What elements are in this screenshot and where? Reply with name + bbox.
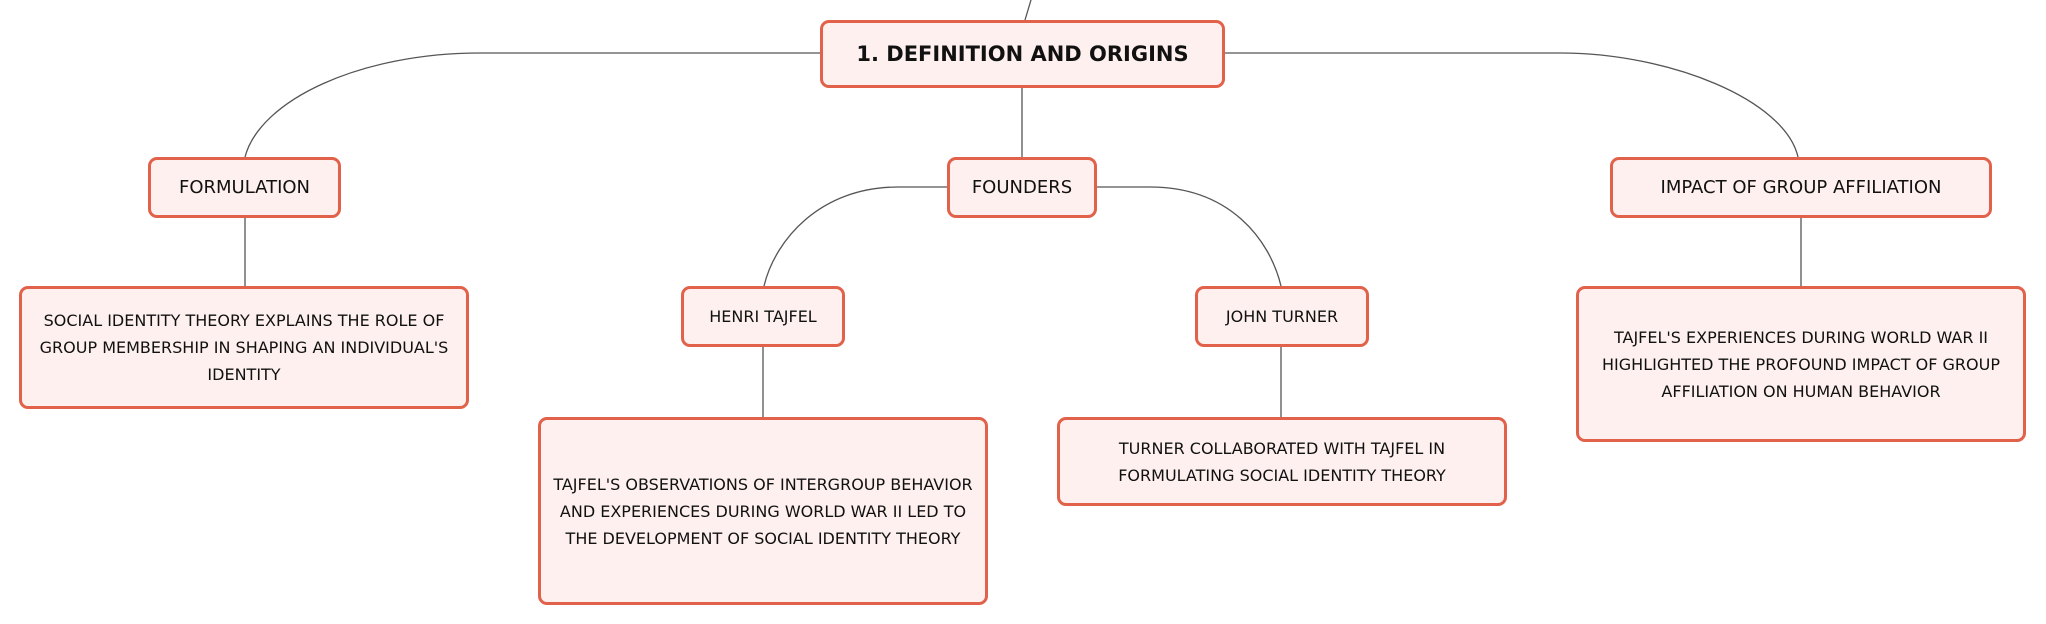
connector-founders-to-turner — [1097, 186, 1282, 287]
formulation-label: FORMULATION — [178, 177, 311, 198]
tajfel-node[interactable]: HENRI TAJFEL — [681, 286, 845, 347]
turner-node[interactable]: JOHN TURNER — [1195, 286, 1369, 347]
connector-parent-to-root — [1024, 0, 1032, 21]
connector-root-to-impact — [1225, 52, 1799, 158]
turner-detail-text: TURNER COLLABORATED WITH TAJFEL IN FORMU… — [1118, 438, 1446, 485]
tajfel-detail-node[interactable]: TAJFEL'S OBSERVATIONS OF INTERGROUP BEHA… — [538, 417, 988, 605]
connector-founders-to-tajfel — [763, 186, 948, 287]
founders-label: FOUNDERS — [971, 177, 1073, 198]
tajfel-label: HENRI TAJFEL — [709, 307, 817, 326]
tajfel-detail-text: TAJFEL'S OBSERVATIONS OF INTERGROUP BEHA… — [553, 474, 973, 548]
root-topic-node[interactable]: 1. DEFINITION AND ORIGINS — [820, 20, 1225, 88]
formulation-node[interactable]: FORMULATION — [148, 157, 341, 218]
connector-root-to-formulation — [244, 52, 821, 158]
formulation-detail-node[interactable]: SOCIAL IDENTITY THEORY EXPLAINS THE ROLE… — [19, 286, 469, 409]
turner-detail-node[interactable]: TURNER COLLABORATED WITH TAJFEL IN FORMU… — [1057, 417, 1507, 506]
formulation-detail-text: SOCIAL IDENTITY THEORY EXPLAINS THE ROLE… — [39, 311, 449, 384]
founders-node[interactable]: FOUNDERS — [947, 157, 1097, 218]
impact-detail-node[interactable]: TAJFEL'S EXPERIENCES DURING WORLD WAR II… — [1576, 286, 2026, 442]
impact-node[interactable]: IMPACT OF GROUP AFFILIATION — [1610, 157, 1992, 218]
impact-label: IMPACT OF GROUP AFFILIATION — [1660, 177, 1942, 198]
turner-label: JOHN TURNER — [1225, 307, 1339, 326]
impact-detail-text: TAJFEL'S EXPERIENCES DURING WORLD WAR II… — [1602, 327, 2000, 401]
root-topic-label: 1. DEFINITION AND ORIGINS — [856, 42, 1189, 66]
